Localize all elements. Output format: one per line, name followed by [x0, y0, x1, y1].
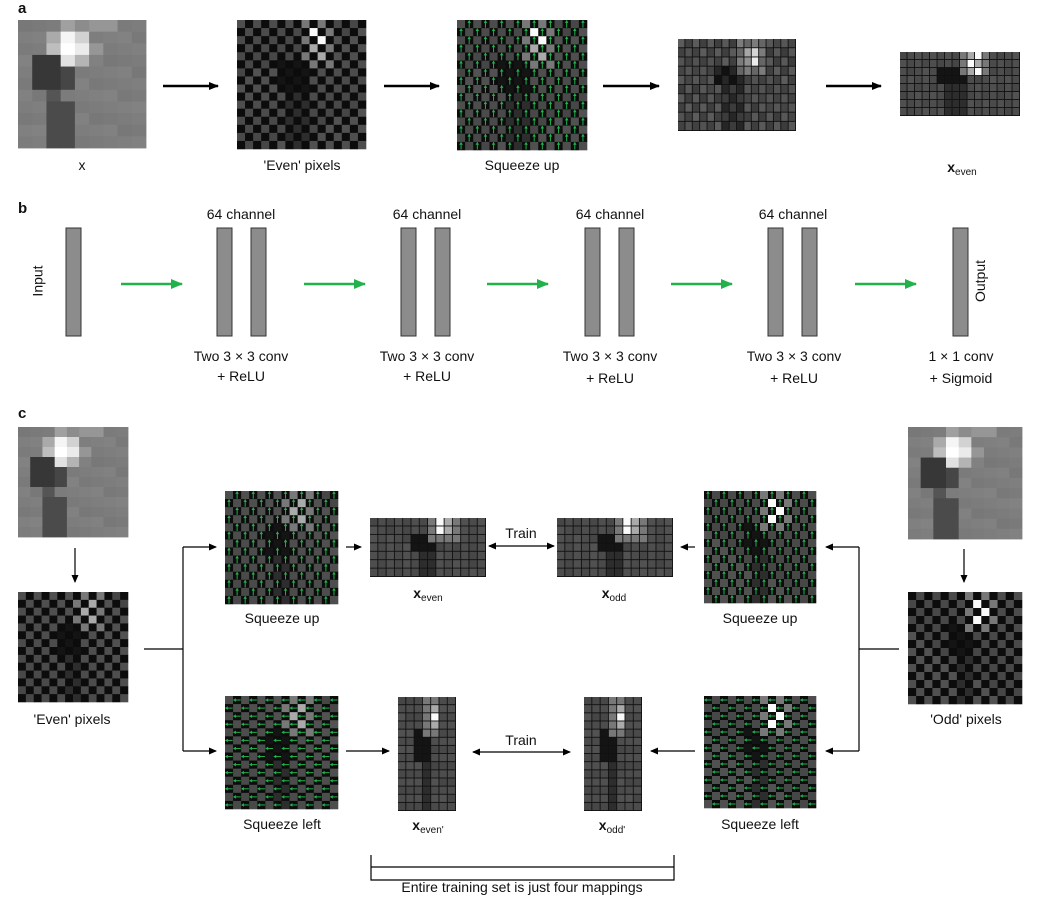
panel-c-squeeze-left-right-green-arrows: [704, 698, 816, 806]
c-squeeze-up-left-label: Squeeze up: [244, 610, 320, 626]
layer-3-bar-b: [618, 227, 635, 337]
train-label-bottom: Train: [505, 732, 537, 748]
bracket-caption: Entire training set is just four mapping…: [401, 879, 643, 895]
conv-label-2-line1: Two 3 × 3 conv: [379, 348, 475, 364]
conv-label-4-line2: + ReLU: [770, 370, 818, 386]
panel-c-odd-pixels: [908, 592, 1023, 705]
conv-label-1-line1: Two 3 × 3 conv: [193, 348, 289, 364]
input-layer-bar: [65, 227, 82, 337]
c-x-odd-label: xodd: [601, 585, 627, 604]
layer-1-bar-a: [216, 227, 233, 337]
output-layer-bar: [952, 227, 969, 337]
panel-c-even-pixels: [18, 592, 129, 703]
layer-3-bar-a: [584, 227, 601, 337]
c-x-even-label: xeven: [413, 585, 443, 604]
panel-c-x-even-prime: [398, 697, 456, 811]
label-even-pixels: 'Even' pixels: [263, 157, 341, 173]
label-x-even: xeven: [947, 159, 977, 178]
panel-c-x-odd: [557, 518, 673, 577]
panel-c-squeeze-left-right: [704, 696, 817, 809]
panel-c-squeeze-left-left: [225, 696, 339, 810]
c-squeeze-left-right-label: Squeeze left: [721, 816, 799, 832]
layer-2-bar-b: [434, 227, 451, 337]
panel-c-squeeze-up-right-green-arrows: [706, 491, 814, 603]
channel-label-4: 64 channel: [758, 206, 828, 222]
layer-4-bar-b: [801, 227, 818, 337]
channel-label-2: 64 channel: [392, 206, 462, 222]
panel-label-c: c: [18, 405, 27, 422]
final-conv-line2: + Sigmoid: [929, 370, 993, 386]
final-conv-line1: 1 × 1 conv: [928, 348, 994, 364]
panel-c-x-odd-prime: [584, 697, 642, 811]
panel-c-squeeze-up-left: [225, 491, 339, 605]
channel-label-1: 64 channel: [206, 206, 276, 222]
c-squeeze-up-right-label: Squeeze up: [722, 610, 798, 626]
train-label-top: Train: [505, 525, 537, 541]
panel-a-input-photo: [18, 20, 147, 149]
output-label: Output: [972, 259, 989, 303]
c-even-pixels-label: 'Even' pixels: [33, 711, 111, 727]
conv-label-4-line1: Two 3 × 3 conv: [746, 348, 842, 364]
panel-c-squeeze-up-left-green-arrows: [227, 491, 336, 604]
panel-a-x-even: [900, 52, 1020, 116]
panel-label-a: a: [18, 0, 27, 17]
layer-4-bar-a: [767, 227, 784, 337]
label-x: x: [78, 157, 86, 173]
panel-c-left-photo: [18, 427, 129, 538]
conv-label-2-line2: + ReLU: [403, 368, 451, 384]
panel-a-squeeze-up: [457, 20, 588, 151]
panel-c-squeeze-left-left-green-arrows: [225, 698, 338, 807]
label-squeeze-up: Squeeze up: [484, 157, 560, 173]
channel-label-3: 64 channel: [575, 206, 645, 222]
layer-2-bar-a: [400, 227, 417, 337]
panel-label-b: b: [18, 200, 28, 217]
panel-c-x-even: [370, 518, 486, 577]
c-x-odd-prime-label: xodd': [598, 817, 626, 836]
conv-label-3-line1: Two 3 × 3 conv: [562, 348, 658, 364]
panel-a-squeeze-up-green-arrows: [459, 20, 585, 150]
panel-c-squeeze-up-right: [704, 491, 817, 604]
c-odd-pixels-label: 'Odd' pixels: [930, 711, 1002, 727]
panel-a-intermediate: [678, 39, 796, 131]
panel-a-even-pixels: [237, 20, 367, 150]
c-squeeze-left-left-label: Squeeze left: [243, 816, 321, 832]
input-label: Input: [29, 265, 46, 297]
layer-1-bar-b: [250, 227, 267, 337]
conv-label-1-line2: + ReLU: [217, 368, 265, 384]
c-x-even-prime-label: xeven': [412, 817, 444, 836]
panel-c-right-photo: [908, 427, 1023, 540]
conv-label-3-line2: + ReLU: [586, 370, 634, 386]
